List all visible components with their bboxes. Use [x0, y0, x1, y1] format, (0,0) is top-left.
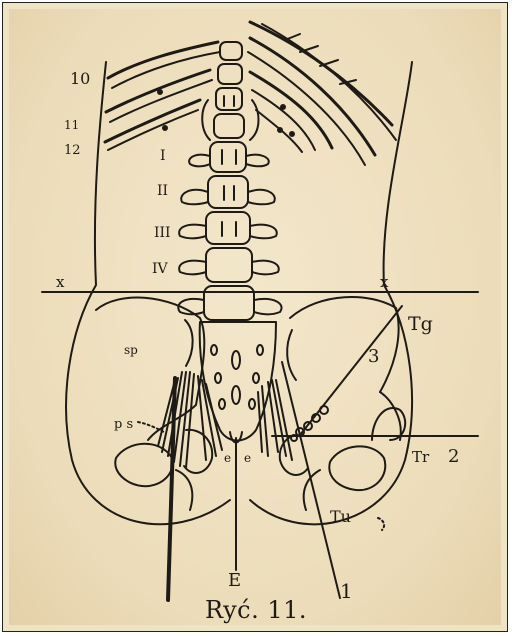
femur-left-neck: [176, 470, 192, 510]
sacrum-center-2: [232, 386, 240, 404]
label-E: E: [228, 570, 241, 591]
sacrum-foramen-3: [215, 373, 221, 383]
rib-right-2: [262, 24, 396, 140]
rib-right-hatch-1: [285, 34, 300, 40]
label-sp: sp: [124, 343, 138, 357]
label-ps: p s: [114, 417, 133, 432]
sacrum-foramen-6: [249, 399, 255, 409]
ilium-right-inner: [287, 330, 296, 380]
sacrum-foramen-2: [257, 345, 263, 355]
vert-mark-2: [222, 150, 236, 164]
vertebra-l2: [208, 176, 248, 208]
l2-process-right: [248, 190, 275, 204]
ilium-right-lower: [380, 392, 401, 440]
label-rib-10: 10: [70, 69, 90, 88]
label-x-left: x: [56, 273, 65, 291]
rib-dot-3: [281, 105, 285, 109]
vert-mark-4: [222, 222, 236, 236]
small-tick-right: [378, 518, 384, 530]
line-1: [282, 362, 340, 598]
femur-head-left: [115, 444, 172, 486]
line-3-tg: [300, 306, 402, 435]
l4-process-right: [252, 261, 279, 275]
rib-dot-2: [163, 126, 167, 130]
rib-right-4: [248, 52, 365, 165]
l3-process-left: [179, 225, 206, 239]
torso-outline-right: [250, 62, 412, 524]
l1-process-right: [246, 155, 269, 167]
sacrum-foramen-4: [253, 373, 259, 383]
spine-left-process: [202, 100, 210, 140]
vertebra-t3: [216, 88, 242, 110]
label-two: 2: [448, 446, 459, 467]
label-tu: Tu: [330, 507, 351, 526]
vertebra-l1: [210, 142, 246, 172]
vert-mark-3: [224, 186, 234, 200]
label-rib-11: 11: [64, 118, 79, 132]
l5-process-right: [254, 299, 282, 314]
vertebra-t1: [220, 42, 242, 60]
rib-dot-5: [290, 132, 294, 136]
femur-head-right: [329, 446, 385, 490]
fibres-right-1: [268, 382, 278, 452]
label-e-left: e: [224, 451, 231, 465]
figure-caption: Ryć. 11.: [0, 596, 512, 624]
sacrum-center-1: [232, 351, 240, 369]
ps-pointer: [138, 422, 164, 432]
spine-right-process: [250, 100, 259, 140]
vertebra-t2: [218, 64, 242, 84]
vertebra-l4: [206, 248, 252, 282]
label-vertebra-2: II: [157, 183, 168, 199]
l4-process-left: [179, 261, 206, 275]
l2-process-left: [181, 190, 208, 204]
label-e-right: e: [244, 451, 251, 465]
label-vertebra-1: I: [160, 148, 166, 164]
vertebra-t4: [214, 114, 244, 138]
node-4: [320, 406, 328, 414]
node-5: [291, 435, 297, 441]
sacrum-foramen-1: [211, 345, 217, 355]
sacrum-foramen-5: [219, 399, 225, 409]
rib-dot-4: [278, 128, 282, 132]
label-tg: Tg: [408, 313, 433, 335]
vert-mark-1: [224, 96, 234, 106]
l3-process-right: [250, 225, 277, 239]
label-rib-12: 12: [64, 143, 81, 158]
label-vertebra-4: IV: [152, 261, 169, 277]
label-vertebra-3: III: [154, 225, 171, 241]
rib-dot-1: [158, 90, 162, 94]
vertebra-l3: [206, 212, 250, 244]
fibres-left-7: [198, 376, 206, 460]
ilium-left: [96, 298, 204, 440]
rib-right-6: [252, 90, 315, 150]
l1-process-left: [189, 155, 210, 167]
fibres-left-4: [186, 374, 194, 468]
label-x-right: x: [380, 273, 389, 291]
label-three: 3: [368, 346, 379, 367]
label-tr: Tr: [412, 448, 430, 466]
ilium-left-inner: [185, 320, 193, 366]
